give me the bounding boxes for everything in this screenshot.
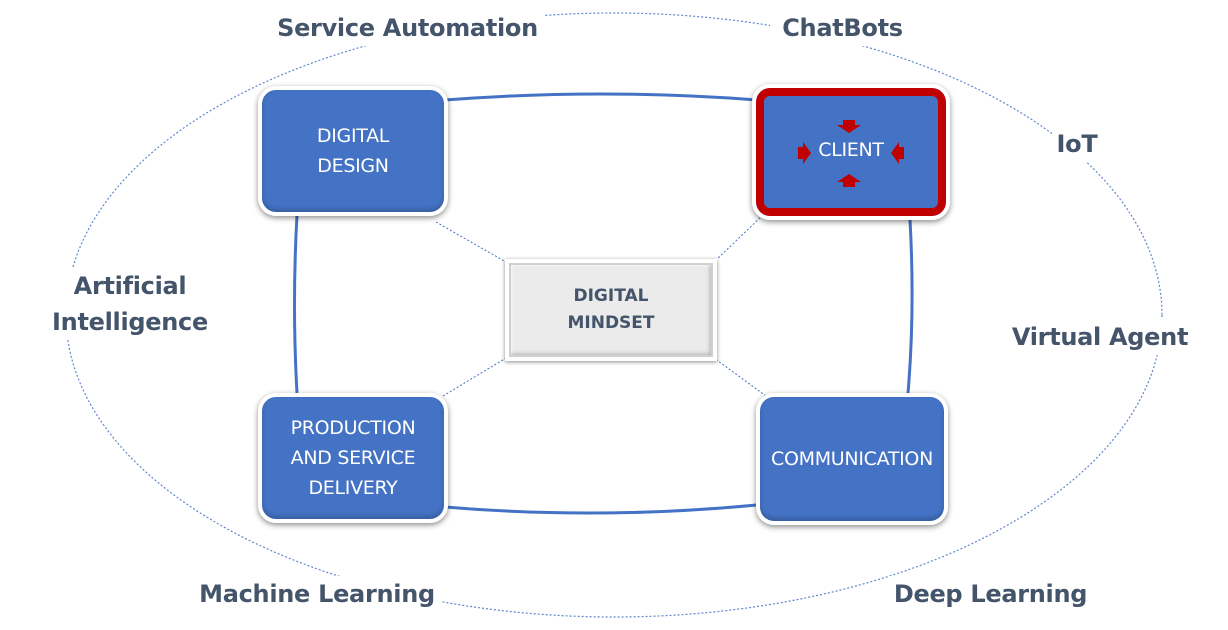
node-line: PRODUCTION: [290, 417, 416, 439]
label-chatbots: ChatBots: [770, 10, 915, 46]
node-line: DESIGN: [317, 155, 389, 177]
spoke-bottom-left: [442, 357, 507, 397]
node-line: AND SERVICE: [290, 447, 416, 469]
label-service-automation: Service Automation: [270, 10, 545, 46]
label-iot: IoT: [1052, 126, 1102, 162]
label-artificial-intelligence: Artificial Intelligence: [45, 268, 215, 340]
node-line: COMMUNICATION: [771, 448, 933, 470]
node-line: DELIVERY: [308, 477, 398, 499]
node-line: DIGITAL: [573, 286, 649, 306]
node-client[interactable]: CLIENT: [752, 84, 950, 220]
label-deep-learning: Deep Learning: [888, 576, 1093, 612]
inner-loop-connector: [293, 92, 914, 515]
node-line: DIGITAL: [316, 125, 390, 147]
label-artificial: Artificial: [73, 272, 187, 300]
node-communication[interactable]: COMMUNICATION: [756, 393, 948, 525]
spoke-bottom-right: [713, 357, 767, 397]
arrow-left-icon: [891, 142, 904, 164]
spoke-top-left: [435, 221, 507, 263]
node-line: MINDSET: [567, 313, 655, 333]
label-virtual-agent: Virtual Agent: [1005, 319, 1195, 355]
outer-ring-ellipse: [65, 12, 1163, 618]
arrow-up-icon: [837, 174, 861, 187]
arrow-right-icon: [798, 142, 811, 164]
node-digital-design[interactable]: DIGITAL DESIGN: [258, 86, 448, 216]
label-intelligence: Intelligence: [52, 308, 208, 336]
node-digital-mindset[interactable]: DIGITAL MINDSET: [505, 259, 717, 361]
node-line: CLIENT: [818, 139, 884, 161]
arrow-down-icon: [837, 120, 861, 133]
spoke-top-right: [713, 214, 764, 263]
node-production-service-delivery[interactable]: PRODUCTION AND SERVICE DELIVERY: [258, 393, 448, 523]
label-machine-learning: Machine Learning: [192, 576, 442, 612]
inward-arrows-icon: [798, 120, 904, 187]
